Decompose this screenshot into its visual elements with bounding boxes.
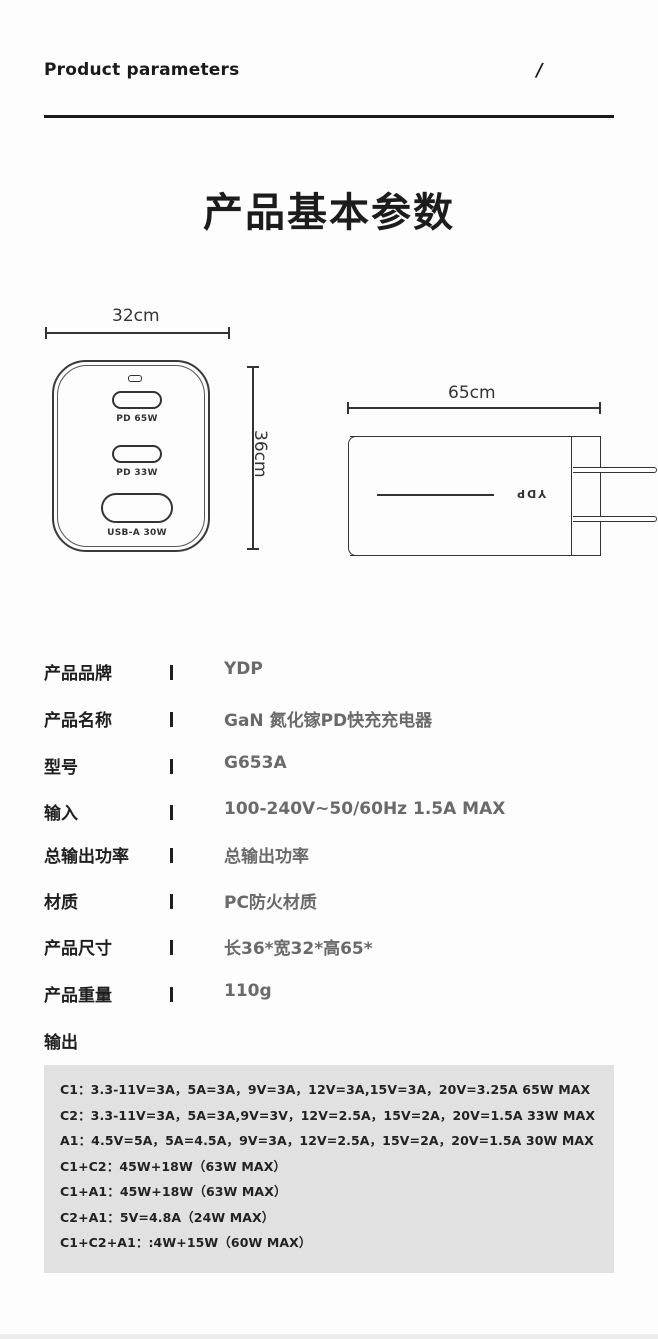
length-dimension-label: 65cm xyxy=(448,383,496,403)
usb-c-port-icon xyxy=(112,445,162,463)
length-dimension-tick xyxy=(599,402,601,414)
indicator-light-icon xyxy=(128,375,142,382)
spec-row-brand: 产品品牌 YDP xyxy=(44,659,614,689)
spec-value: 100-240V~50/60Hz 1.5A MAX xyxy=(224,799,506,819)
width-dimension-line xyxy=(45,332,230,334)
spec-value: GaN 氮化镓PD快充充电器 xyxy=(224,711,433,731)
usb-a-port-icon xyxy=(101,493,173,523)
spec-row-size: 产品尺寸 长36*宽32*高65* xyxy=(44,934,614,964)
port-label-a1: USB-A 30W xyxy=(107,528,167,538)
height-dimension-tick xyxy=(247,366,259,368)
spec-row-name: 产品名称 GaN 氮化镓PD快充充电器 xyxy=(44,706,614,736)
spec-row-total-output: 总输出功率 总输出功率 xyxy=(44,842,614,872)
output-line: C1+C2+A1：:4W+15W（60W MAX） xyxy=(60,1235,312,1250)
page-title: 产品基本参数 xyxy=(203,190,455,236)
spec-separator xyxy=(170,759,173,774)
length-dimension-line xyxy=(347,407,601,409)
spec-label: 材质 xyxy=(44,893,78,913)
output-line: C1+A1：45W+18W（63W MAX） xyxy=(60,1184,287,1199)
charger-plug-plate xyxy=(571,436,601,556)
spec-separator xyxy=(170,665,173,680)
spec-value: G653A xyxy=(224,753,287,773)
header-slash-mark: / xyxy=(534,60,545,81)
output-spec-box: C1：3.3-11V=3A，5A=3A，9V=3A，12V=3A,15V=3A，… xyxy=(44,1065,614,1273)
spec-label: 型号 xyxy=(44,758,78,778)
charger-front-outline xyxy=(52,360,210,552)
plug-prong-icon xyxy=(573,467,657,473)
spec-label: 产品名称 xyxy=(44,711,112,731)
plug-prong-icon xyxy=(573,516,657,522)
spec-value: 110g xyxy=(224,981,272,1001)
output-line: C1：3.3-11V=3A，5A=3A，9V=3A，12V=3A,15V=3A，… xyxy=(60,1082,591,1097)
spec-label: 总输出功率 xyxy=(44,847,129,867)
spec-label: 产品品牌 xyxy=(44,664,112,684)
output-line: C1+C2：45W+18W（63W MAX） xyxy=(60,1159,287,1174)
output-line: A1：4.5V=5A，5A=4.5A，9V=3A，12V=2.5A，15V=2A… xyxy=(60,1133,594,1148)
spec-row-material: 材质 PC防火材质 xyxy=(44,888,614,918)
spec-separator xyxy=(170,712,173,727)
spec-label: 输入 xyxy=(44,804,78,824)
usb-c-port-icon xyxy=(112,391,162,409)
height-dimension-line xyxy=(252,366,254,550)
side-groove-line xyxy=(377,494,494,496)
spec-separator xyxy=(170,987,173,1002)
spec-row-weight: 产品重量 110g xyxy=(44,981,614,1011)
output-line: C2+A1：5V=4.8A（24W MAX） xyxy=(60,1210,275,1225)
width-dimension-tick xyxy=(228,327,230,339)
spec-separator xyxy=(170,940,173,955)
header-divider xyxy=(44,115,614,118)
bottom-divider xyxy=(0,1334,658,1339)
port-label-c2: PD 33W xyxy=(116,468,158,478)
port-label-c1: PD 65W xyxy=(116,414,158,424)
spec-value: YDP xyxy=(224,659,263,679)
spec-label: 产品尺寸 xyxy=(44,939,112,959)
width-dimension-tick xyxy=(45,327,47,339)
length-dimension-tick xyxy=(347,402,349,414)
spec-value: PC防火材质 xyxy=(224,893,317,913)
spec-value: 总输出功率 xyxy=(224,847,309,867)
spec-separator xyxy=(170,894,173,909)
brand-logo-rotated: YDP xyxy=(515,487,547,500)
spec-value: 长36*宽32*高65* xyxy=(224,939,373,959)
height-dimension-label: 36cm xyxy=(250,430,270,478)
spec-label: 产品重量 xyxy=(44,986,112,1006)
width-dimension-label: 32cm xyxy=(112,306,160,326)
section-header-label: Product parameters xyxy=(44,60,240,80)
height-dimension-tick xyxy=(247,548,259,550)
spec-row-input: 输入 100-240V~50/60Hz 1.5A MAX xyxy=(44,799,614,829)
spec-separator xyxy=(170,805,173,820)
spec-row-model: 型号 G653A xyxy=(44,753,614,783)
spec-separator xyxy=(170,848,173,863)
output-line: C2：3.3-11V=3A，5A=3A,9V=3V，12V=2.5A，15V=2… xyxy=(60,1108,596,1123)
output-section-label: 输出 xyxy=(44,1033,78,1053)
